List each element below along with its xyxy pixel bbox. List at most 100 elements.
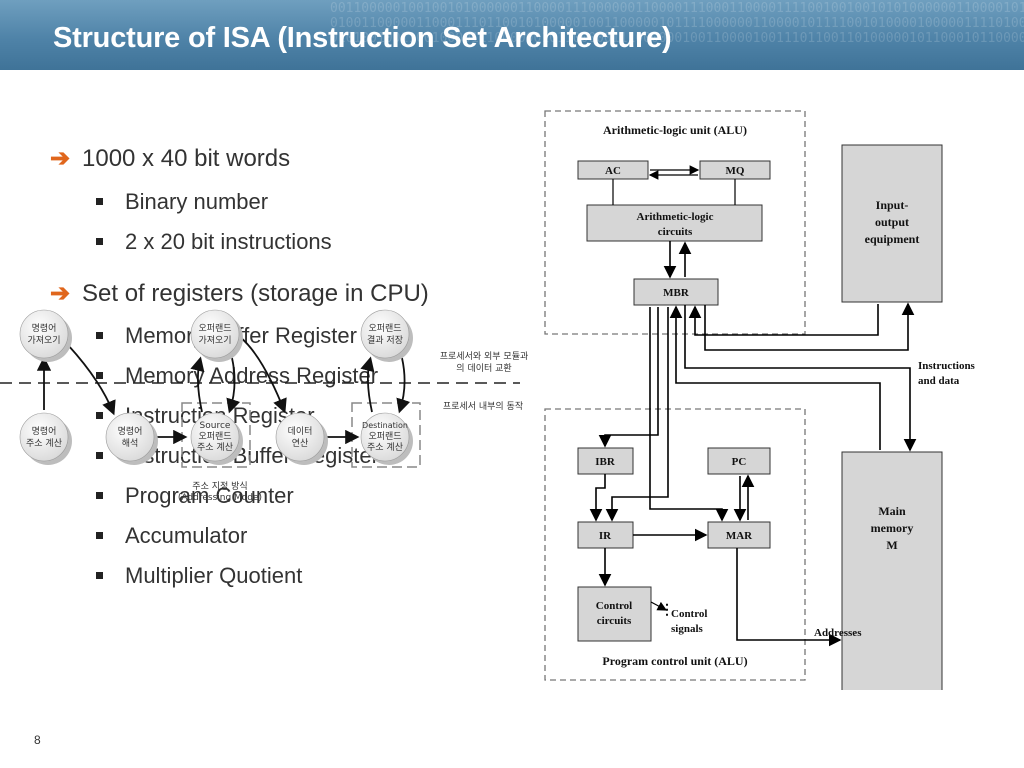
cycle-arrow — [226, 357, 241, 414]
arrow-icon: ➔ — [50, 145, 71, 172]
mbr-label: MBR — [663, 287, 690, 299]
addresses-label: Addresses — [814, 627, 862, 639]
control-signals-label: Control — [671, 608, 707, 620]
binary-background: 0011000001001001010000001100001110000001… — [330, 1, 1024, 46]
square-bullet-icon — [96, 451, 103, 459]
sub-bullet-text: Memory Address Register — [125, 363, 379, 388]
cycle-node-instruction-address: 명령어 주소 계산 — [19, 412, 72, 465]
mar-label: MAR — [726, 530, 753, 542]
node-label: Destination — [362, 421, 408, 430]
sub-bullet-item: Multiplier Quotient — [96, 563, 302, 589]
sub-bullet-text: Program Counter — [125, 483, 294, 508]
instructions-data-label: Instructions — [918, 360, 976, 372]
instruction-cycle-diagram: 명령어 가져오기 오퍼랜드 가져오기 오퍼랜드 결과 저장 명령어 주소 계산 … — [0, 309, 529, 503]
mar-register — [707, 521, 771, 549]
sub-bullet-text: Binary number — [125, 189, 269, 214]
square-bullet-icon — [96, 411, 103, 419]
node-label: 명령어 — [32, 425, 57, 437]
control-signals-label: signals — [671, 623, 704, 635]
bus-line — [598, 307, 659, 448]
cycle-arrow — [239, 336, 287, 414]
node-label: 주소 계산 — [367, 441, 403, 453]
sub-bullet-item: 2 x 20 bit instructions — [96, 229, 332, 255]
main-memory-label: M — [886, 538, 897, 552]
title-bar: 0011000001001001010000001100001110000001… — [0, 0, 1024, 70]
node-label: 명령어 — [118, 425, 143, 437]
external-exchange-label: 프로세서와 외부 모듈과 — [440, 350, 529, 362]
slide-title: Structure of ISA (Instruction Set Archit… — [53, 22, 672, 54]
control-signal-dots: ⋮ — [660, 603, 674, 618]
sub-bullet-item: Instruction Buffer Register — [96, 443, 379, 469]
cycle-node-store-operand: 오퍼랜드 결과 저장 — [360, 309, 413, 362]
internal-operation-label: 프로세서 내부의 동작 — [443, 401, 523, 412]
node-label: 오퍼랜드 — [368, 431, 401, 442]
sub-bullet-text: Multiplier Quotient — [125, 563, 303, 588]
binary-row: 0100110000011000111011001010000010011000… — [330, 16, 1024, 31]
alu-title: Arithmetic-logic unit (ALU) — [603, 123, 747, 137]
pc-register — [707, 447, 771, 475]
bus-line — [649, 307, 729, 522]
mq-label: MQ — [726, 165, 745, 177]
sub-bullet-item: Accumulator — [96, 523, 247, 549]
binary-row: 0101001001100100001110000001011000001110… — [330, 31, 1024, 46]
ir-register — [577, 521, 634, 549]
square-bullet-icon — [96, 197, 103, 205]
ibr-label: IBR — [595, 456, 616, 468]
bus-line — [589, 474, 606, 522]
sub-bullet-item: Memory Address Register — [96, 363, 378, 389]
cycle-node-destination-address: Destination 오퍼랜드 주소 계산 — [360, 412, 413, 465]
bullet-item: ➔ 1000 x 40 bit words — [50, 144, 290, 173]
square-bullet-icon — [96, 491, 103, 499]
bullet-text: 1000 x 40 bit words — [82, 145, 291, 172]
node-label: 주소 계산 — [26, 437, 62, 449]
cycle-node-source-address: Source 오퍼랜드 주소 계산 — [190, 412, 243, 465]
address-line — [736, 548, 842, 647]
external-exchange-label: 의 데이터 교환 — [456, 362, 511, 374]
bullet-text: Set of registers (storage in CPU) — [82, 280, 429, 307]
control-circuits-block — [577, 586, 652, 642]
square-bullet-icon — [96, 237, 103, 245]
ir-label: IR — [599, 530, 612, 542]
instructions-data-label: and data — [918, 375, 960, 387]
ias-structure-diagram: Arithmetic-logic unit (ALU) AC MQ Arithm… — [544, 110, 976, 690]
node-label: 주소 계산 — [197, 441, 233, 453]
pc-label: PC — [732, 456, 747, 468]
bus-line — [688, 304, 879, 336]
cycle-arrow — [67, 344, 116, 416]
bus-line — [605, 307, 669, 522]
node-label: 가져오기 — [27, 335, 60, 346]
cycle-arrow — [360, 356, 375, 413]
node-label: 연산 — [292, 438, 309, 449]
binary-row: 0011000001001001010000001100001110000001… — [330, 1, 1024, 16]
node-label: 오퍼랜드 — [198, 323, 231, 334]
square-bullet-icon — [96, 331, 103, 339]
cycle-node-data-operation: 데이터 연산 — [275, 412, 328, 465]
control-circuits-label: Control — [596, 600, 632, 612]
bus-line — [669, 305, 881, 450]
alc-label: circuits — [658, 226, 693, 238]
sub-bullet-text: Instruction Buffer Register — [125, 443, 379, 468]
sub-bullet-item: Program Counter — [96, 483, 294, 509]
cycle-arrow — [396, 357, 411, 414]
io-label: equipment — [865, 232, 920, 246]
square-bullet-icon — [96, 571, 103, 579]
cycle-node-fetch-operand: 오퍼랜드 가져오기 — [190, 309, 243, 362]
node-label: 가져오기 — [198, 335, 231, 346]
bullet-item: ➔Set of registers (storage in CPU) — [50, 279, 429, 308]
node-label: 데이터 — [288, 426, 313, 437]
sub-bullet-item: Binary number — [96, 189, 268, 215]
square-bullet-icon — [96, 371, 103, 379]
sub-bullet-text: 2 x 20 bit instructions — [125, 229, 332, 254]
pcu-title: Program control unit (ALU) — [602, 654, 747, 668]
io-label: Input- — [876, 198, 909, 212]
sub-bullet-text: Accumulator — [125, 523, 248, 548]
node-label: 명령어 — [32, 322, 57, 334]
cycle-arrow — [190, 356, 205, 413]
node-label: Source — [200, 421, 231, 431]
mbr-register — [633, 278, 719, 306]
addressing-mode-label: (Addressing Mode) — [178, 493, 262, 503]
io-label: output — [875, 215, 909, 229]
alc-label: Arithmetic-logic — [637, 211, 714, 223]
main-memory-block — [841, 451, 943, 690]
square-bullet-icon — [96, 531, 103, 539]
